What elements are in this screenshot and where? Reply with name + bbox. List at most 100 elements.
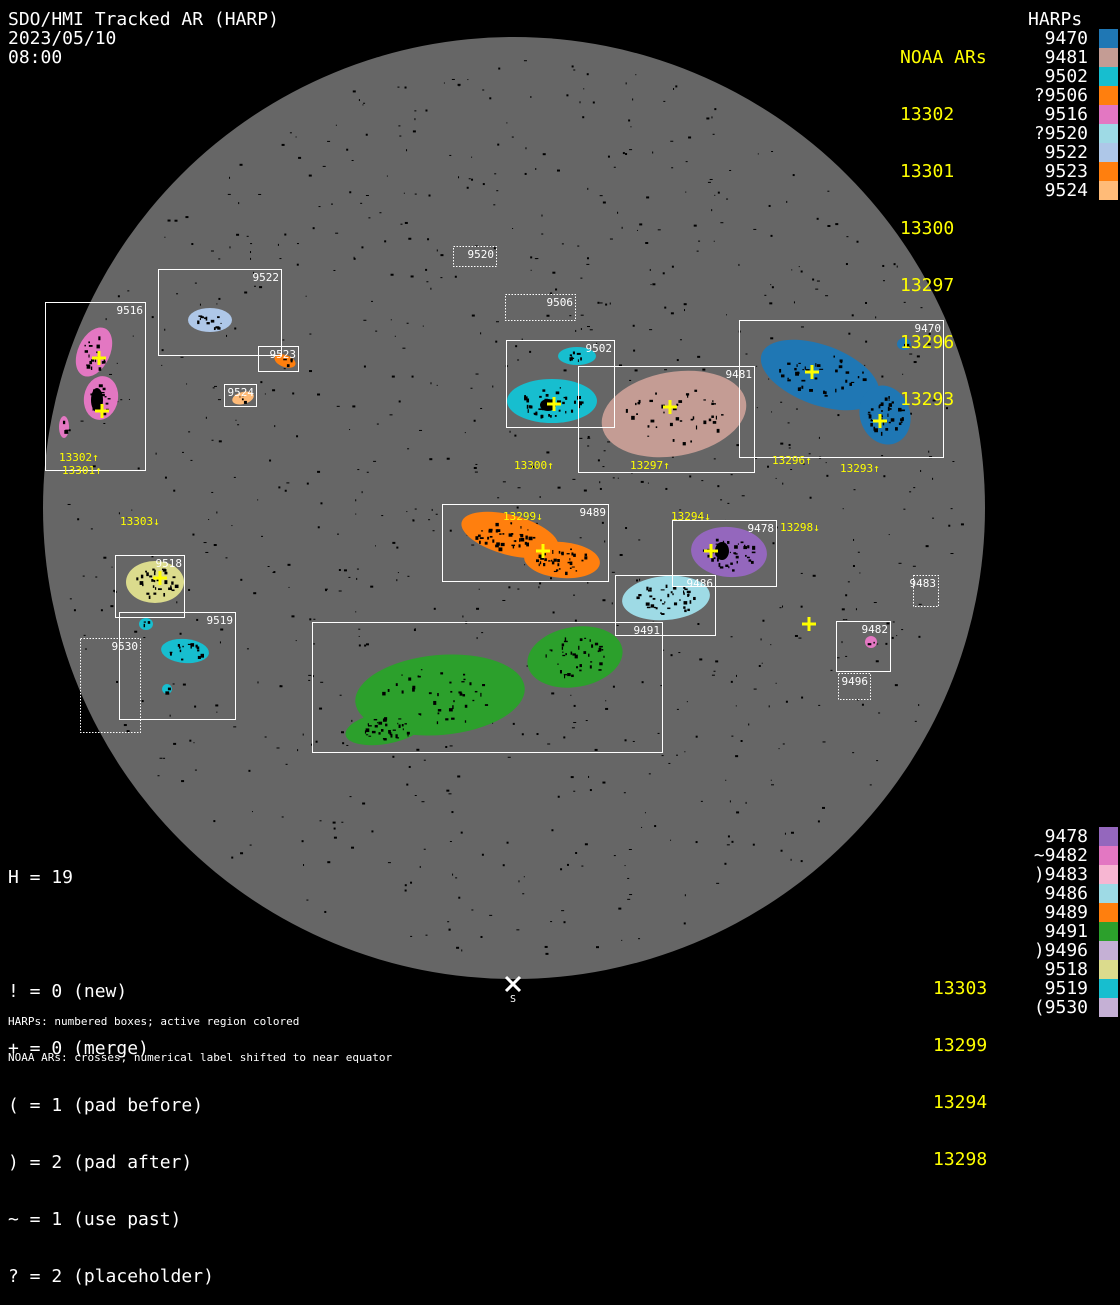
harp-box: 9520 <box>453 246 497 267</box>
time: 08:00 <box>8 47 63 68</box>
harp-legend-row: 9519 <box>1000 979 1120 998</box>
harp-color-swatch <box>1099 67 1118 86</box>
harp-id: 9481 <box>1044 47 1088 68</box>
noaa-label: 13298↓ <box>780 521 820 534</box>
active-region <box>232 391 254 405</box>
noaa-label: 13300↑ <box>514 459 554 472</box>
noaa-cross-icon <box>536 544 550 558</box>
harp-box-label: 9518 <box>156 557 183 570</box>
harp-box-label: 9520 <box>468 248 495 261</box>
harp-box: 9518 <box>115 555 185 618</box>
harp-color-swatch <box>1099 105 1118 124</box>
active-region <box>760 339 880 411</box>
harp-color-swatch <box>1099 162 1118 181</box>
harp-color-swatch <box>1099 884 1118 903</box>
harp-box: 9483 <box>910 575 939 607</box>
noaa-cross-icon <box>153 571 167 585</box>
harp-box-label: 9523 <box>270 348 297 361</box>
noaa-item: 13302 <box>900 104 955 125</box>
harp-color-swatch <box>1099 48 1118 67</box>
harp-id: 9523 <box>1044 161 1088 182</box>
harp-box: 9491 <box>312 622 663 753</box>
harp-box: 9519 <box>119 612 236 720</box>
date: 2023/05/10 <box>8 28 117 49</box>
noaa-cross-icon <box>704 544 718 558</box>
harp-id: 9524 <box>1044 180 1088 201</box>
noaa-label: 13296↑ <box>772 454 812 467</box>
solar-disk-map: 9520950695229516952395249502948194709489… <box>43 37 985 1005</box>
harp-legend-row: 9516 <box>1000 105 1120 124</box>
active-region <box>162 684 172 694</box>
harp-box: 9496 <box>838 673 871 700</box>
stat-line: ) = 2 (pad after) <box>8 1152 193 1173</box>
harp-id: ~9482 <box>1033 845 1088 866</box>
harp-legend-row: 9491 <box>1000 922 1120 941</box>
noaa-item: 13299 <box>933 1035 988 1056</box>
noaa-title: NOAA ARs <box>900 47 987 68</box>
harp-box-label: 9478 <box>748 522 775 535</box>
footer-notes: HARPs: numbered boxes; active region col… <box>8 992 392 1076</box>
harp-color-swatch <box>1099 979 1118 998</box>
stat-h: H = 19 <box>8 867 74 888</box>
noaa-cross-icon <box>95 404 109 418</box>
noaa-item: 13300 <box>900 218 955 239</box>
harp-color-swatch <box>1099 29 1118 48</box>
stat-line: ? = 2 (placeholder) <box>8 1266 214 1287</box>
noaa-label: 13299↓ <box>503 510 543 523</box>
harp-id: 9486 <box>1044 883 1088 904</box>
harp-box: 9524 <box>224 384 257 407</box>
noaa-cross-icon <box>663 400 677 414</box>
active-region <box>691 526 767 578</box>
harp-box-label: 9519 <box>207 614 234 627</box>
solar-disk <box>43 37 985 979</box>
magnetic-specks <box>67 60 964 955</box>
noaa-item: 13296 <box>900 332 955 353</box>
noaa-cross-icon <box>873 414 887 428</box>
harp-id: ?9506 <box>1033 85 1088 106</box>
harp-box-label: 9524 <box>228 386 255 399</box>
harp-box: 9482 <box>836 621 891 672</box>
noaa-legend-bottom: 13303 13299 13294 13298 <box>933 941 987 1188</box>
harp-box-label: 9502 <box>586 342 613 355</box>
harp-box: 9516 <box>45 302 146 471</box>
harp-id: 9516 <box>1044 104 1088 125</box>
noaa-label: 13297↑ <box>630 459 670 472</box>
active-region <box>59 416 69 438</box>
noaa-item: 13298 <box>933 1149 988 1170</box>
active-region <box>75 327 113 377</box>
noaa-cross-icon <box>92 351 106 365</box>
noaa-item: 13297 <box>900 275 955 296</box>
active-region <box>274 354 296 368</box>
active-region <box>601 370 747 458</box>
harp-box-label: 9491 <box>634 624 661 637</box>
harp-title: HARPs <box>1028 9 1083 30</box>
harp-color-swatch <box>1099 124 1118 143</box>
harp-id: 9522 <box>1044 142 1088 163</box>
harp-box-label: 9486 <box>687 577 714 590</box>
noaa-legend-top: NOAA ARs 13302 13301 13300 13297 13296 1… <box>900 10 987 428</box>
harp-legend-row: 9523 <box>1000 162 1120 181</box>
harp-box: 9523 <box>258 346 299 372</box>
harp-box: 9522 <box>158 269 282 356</box>
harp-box: 9470 <box>739 320 944 458</box>
harp-color-swatch <box>1099 960 1118 979</box>
harp-legend-row: 9470 <box>1000 29 1120 48</box>
harp-color-swatch <box>1099 143 1118 162</box>
harp-box: 9489 <box>442 504 609 582</box>
harp-box-label: 9489 <box>580 506 607 519</box>
harp-id: 9470 <box>1044 28 1088 49</box>
harp-legend-row: 9481 <box>1000 48 1120 67</box>
harp-color-swatch <box>1099 827 1118 846</box>
harp-box-label: 9506 <box>547 296 574 309</box>
harp-box-label: 9483 <box>910 577 937 590</box>
harp-id: (9530 <box>1033 997 1088 1018</box>
harp-box-label: 9522 <box>253 271 280 284</box>
harp-legend-row: 9489 <box>1000 903 1120 922</box>
harp-box: 9530 <box>80 638 141 733</box>
harp-legend-row: ?9520 <box>1000 124 1120 143</box>
harp-box: 9502 <box>506 340 615 428</box>
harp-id: ?9520 <box>1033 123 1088 144</box>
stat-line: ( = 1 (pad before) <box>8 1095 204 1116</box>
noaa-item: 13293 <box>900 389 955 410</box>
